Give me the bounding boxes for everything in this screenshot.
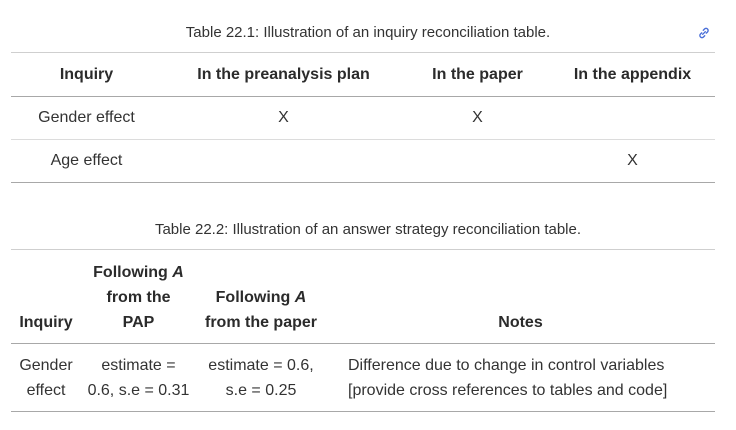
table-header-row: Inquiry In the preanalysis plan In the p… <box>11 52 715 97</box>
column-header-appendix: In the appendix <box>573 65 692 83</box>
cell-line: estimate = <box>101 356 176 374</box>
cell-paper: X <box>472 109 483 126</box>
cell-paper-estimate: estimate = 0.6, s.e = 0.25 <box>196 344 326 412</box>
cell-line: Gender <box>19 356 73 374</box>
header-variable: A <box>294 289 307 306</box>
cell-notes: Difference due to change in control vari… <box>326 344 715 412</box>
column-header-paper: In the paper <box>432 65 523 83</box>
header-line: PAP <box>122 314 155 331</box>
cell-line: Difference due to change in control vari… <box>348 356 665 374</box>
table-row: Gender effect estimate = 0.6, s.e = 0.31… <box>11 344 715 412</box>
column-header-inquiry: Inquiry <box>11 250 81 344</box>
header-line: from the <box>106 289 171 306</box>
cell-line: [provide cross references to tables and … <box>348 381 668 399</box>
header-line: Following A <box>85 260 192 285</box>
cell-line: s.e = 0.25 <box>225 381 297 399</box>
table-2-caption: Table 22.2: Illustration of an answer st… <box>154 221 582 238</box>
cell-pap-estimate: estimate = 0.6, s.e = 0.31 <box>81 344 196 412</box>
inquiry-reconciliation-table: Inquiry In the preanalysis plan In the p… <box>11 52 715 183</box>
table-1-caption: Table 22.1: Illustration of an inquiry r… <box>185 24 551 41</box>
header-text: Following <box>93 264 168 281</box>
answer-strategy-reconciliation-table: Inquiry Following A from the PAP Followi… <box>11 249 715 412</box>
column-header-notes: Notes <box>326 250 715 344</box>
column-header-following-a-from-paper: Following A from the paper <box>196 250 326 344</box>
header-text: Inquiry <box>19 314 73 331</box>
header-variable: A <box>172 264 184 281</box>
column-header-following-a-from-pap: Following A from the PAP <box>81 250 196 344</box>
cell-inquiry: Gender effect <box>38 109 135 126</box>
column-header-inquiry: Inquiry <box>59 65 114 83</box>
header-text: Following <box>215 289 291 306</box>
cell-appendix: X <box>627 152 638 169</box>
cell-line: 0.6, s.e = 0.31 <box>87 381 190 399</box>
cell-inquiry: Gender effect <box>11 344 81 412</box>
cell-preanalysis-plan: X <box>278 109 289 126</box>
header-line: Following A <box>200 285 322 310</box>
column-header-preanalysis-plan: In the preanalysis plan <box>197 65 370 83</box>
header-text: Notes <box>498 314 543 331</box>
cell-preanalysis-plan <box>162 140 405 183</box>
cell-inquiry: Age effect <box>50 152 123 169</box>
table-row: Gender effect X X <box>11 97 715 140</box>
cell-line: estimate = 0.6, <box>208 356 314 374</box>
cell-appendix <box>550 97 715 140</box>
cell-line: effect <box>26 381 66 399</box>
header-line: from the paper <box>204 314 317 331</box>
table-header-row: Inquiry Following A from the PAP Followi… <box>11 249 715 344</box>
link-icon[interactable] <box>697 26 711 40</box>
cell-paper <box>405 140 550 183</box>
table-row: Age effect X <box>11 140 715 183</box>
